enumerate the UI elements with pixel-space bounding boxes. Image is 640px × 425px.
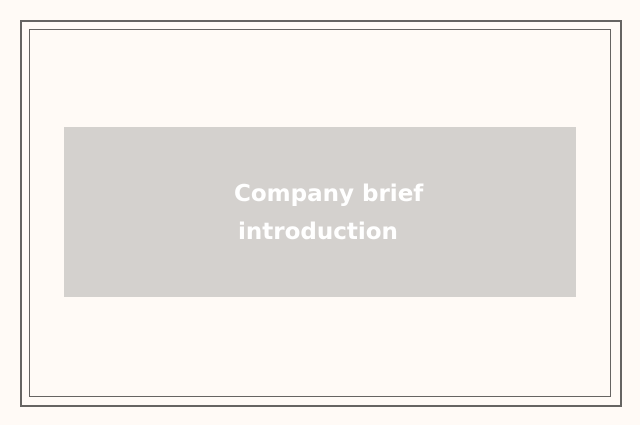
title-banner: Company brief introduction [64, 127, 576, 297]
slide-title-line-1: Company brief [234, 181, 424, 207]
inner-frame-border [29, 29, 611, 397]
outer-frame-border [20, 20, 622, 407]
slide-title: Company brief introduction [64, 175, 576, 251]
slide-title-line-2: introduction [238, 219, 398, 245]
